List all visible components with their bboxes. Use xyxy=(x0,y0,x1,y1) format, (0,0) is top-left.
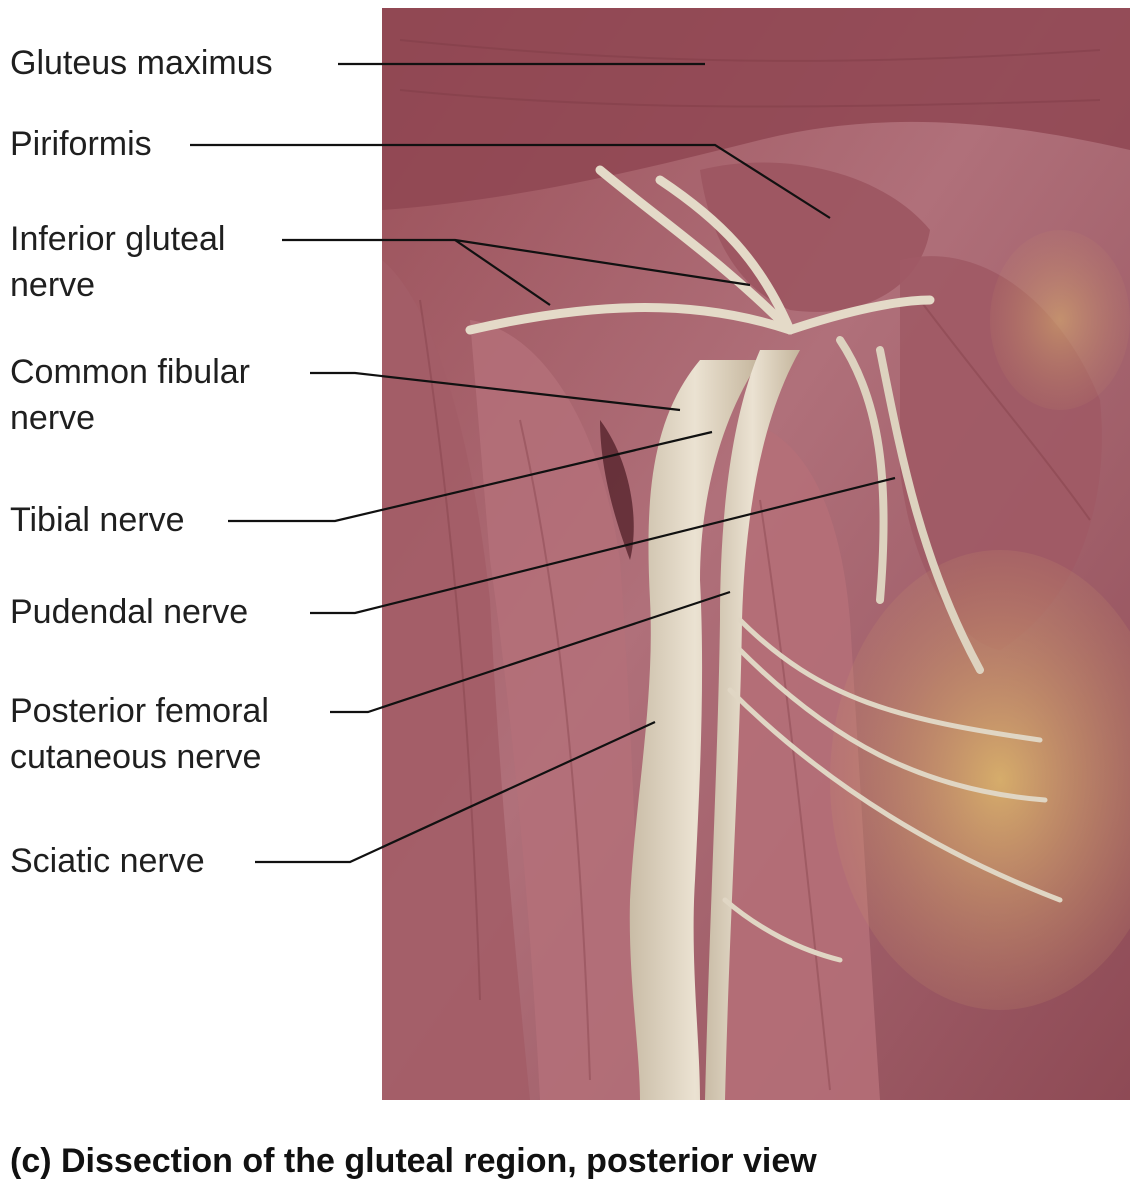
dissection-photo xyxy=(382,8,1130,1100)
label-common-fibular-nerve-line2: nerve xyxy=(10,399,96,437)
leader-pudendal xyxy=(310,476,896,615)
label-piriformis: Piriformis xyxy=(10,125,152,163)
leader-tibial xyxy=(228,430,713,523)
leader-common-fibular xyxy=(310,371,681,412)
label-tibial-nerve: Tibial nerve xyxy=(10,501,185,539)
figure-caption: (c) Dissection of the gluteal region, po… xyxy=(10,1142,817,1180)
sciatic-nerve-shape xyxy=(629,360,760,1100)
label-sciatic-nerve: Sciatic nerve xyxy=(10,842,205,880)
label-pudendal-nerve: Pudendal nerve xyxy=(10,593,249,631)
leader-posterior-femoral xyxy=(330,590,731,714)
leader-inferior-gluteal-b xyxy=(454,239,551,306)
label-inferior-gluteal-nerve-line1: Inferior gluteal xyxy=(10,220,226,258)
leader-piriformis xyxy=(190,143,831,219)
leader-sciatic xyxy=(255,721,656,864)
label-gluteus-maximus: Gluteus maximus xyxy=(10,44,273,82)
label-inferior-gluteal-nerve-line2: nerve xyxy=(10,266,96,304)
nerve-structures xyxy=(465,165,1063,1100)
gluteus-maximus-region xyxy=(382,8,1130,210)
label-common-fibular-nerve-line1: Common fibular xyxy=(10,353,250,391)
label-posterior-femoral-line2: cutaneous nerve xyxy=(10,738,262,776)
label-posterior-femoral-line1: Posterior femoral xyxy=(10,692,269,730)
leader-lines xyxy=(190,62,896,864)
